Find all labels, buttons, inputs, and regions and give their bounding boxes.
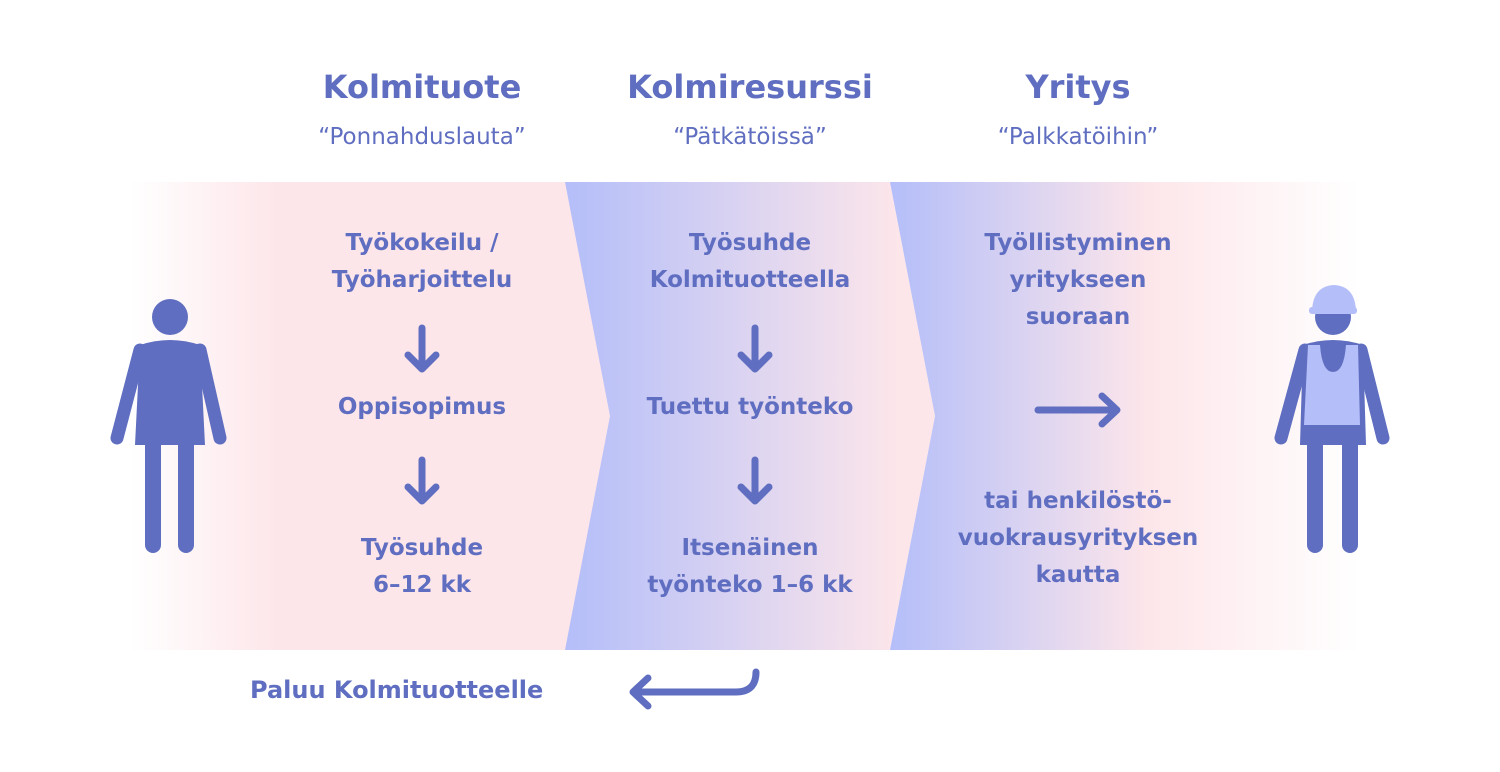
return-label: Paluu Kolmituotteelle bbox=[250, 676, 544, 704]
step-text: Itsenäinen työnteko 1–6 kk bbox=[647, 535, 853, 598]
band-kolmiresurssi bbox=[565, 182, 935, 650]
column-subtitle: “Ponnahduslauta” bbox=[318, 124, 526, 150]
step-text: Työllistyminen yritykseen suoraan bbox=[984, 230, 1172, 330]
person-icon bbox=[110, 299, 227, 553]
step-text: tai henkilöstö- vuokrausyrityksen kautta bbox=[957, 488, 1199, 588]
return-arrow-icon bbox=[629, 668, 760, 710]
arrow-down-icon bbox=[737, 324, 773, 373]
arrow-right-icon bbox=[1034, 392, 1121, 428]
column-title: Kolmituote bbox=[322, 68, 522, 106]
column-subtitle: “Palkkatöihin” bbox=[997, 124, 1159, 150]
column-title: Yritys bbox=[1025, 68, 1131, 106]
step-text: Oppisopimus bbox=[337, 394, 507, 420]
column-title: Kolmiresurssi bbox=[627, 68, 873, 106]
step-text: Työsuhde Kolmituotteella bbox=[649, 230, 851, 293]
step-text: Työkokeilu / Työharjoittelu bbox=[331, 230, 513, 293]
step-text: Työsuhde 6–12 kk bbox=[360, 535, 484, 598]
band-yritys bbox=[890, 182, 1360, 650]
arrow-down-icon bbox=[404, 456, 440, 505]
arrow-down-icon bbox=[737, 456, 773, 505]
arrow-down-icon bbox=[404, 324, 440, 373]
worker-icon bbox=[1274, 285, 1390, 553]
step-text: Tuettu työnteko bbox=[646, 394, 854, 420]
column-subtitle: “Pätkätöissä” bbox=[673, 124, 827, 150]
